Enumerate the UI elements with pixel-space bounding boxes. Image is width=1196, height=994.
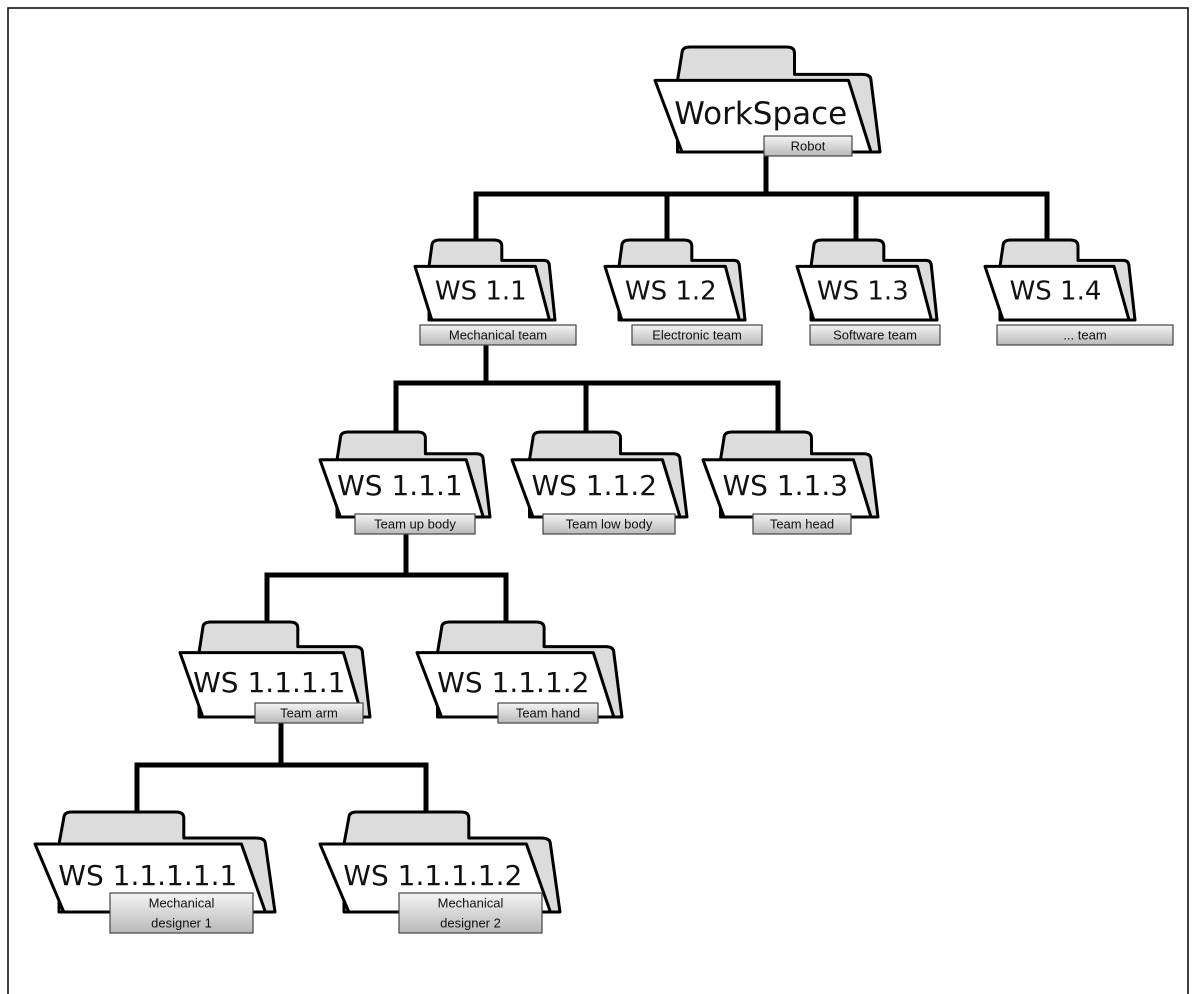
label-box — [631, 324, 763, 346]
label-text: Robot — [791, 139, 826, 154]
folder-label: Team up body — [354, 513, 476, 535]
folder-label: Mechanical team — [419, 324, 577, 346]
folder-label: Robot — [763, 135, 853, 157]
label-text: designer 1 — [151, 916, 212, 931]
folder-label: Team arm — [254, 702, 364, 724]
folder-title: WS 1.1.1.1.1 — [58, 859, 237, 892]
folder-title: WS 1.1.1 — [337, 469, 463, 502]
label-box — [996, 324, 1174, 346]
folder-label: Team head — [752, 513, 852, 535]
label-text: Team arm — [280, 706, 338, 721]
label-text: Team low body — [566, 517, 653, 532]
label-text: Team hand — [516, 706, 580, 721]
connectors — [134, 156, 1050, 847]
folder-title: WS 1.4 — [1010, 276, 1102, 306]
label-box — [763, 135, 853, 157]
label-text: Electronic team — [652, 328, 742, 343]
folder-title: WS 1.1.2 — [531, 469, 657, 502]
folder-title: WS 1.1.1.1 — [193, 666, 345, 699]
diagram-frame — [7, 7, 1189, 994]
folder-title: WS 1.1.3 — [722, 469, 848, 502]
folder-ws-1-4[interactable]: WS 1.4 ... team — [983, 238, 1174, 346]
folder-front-icon — [510, 458, 682, 519]
label-box — [809, 324, 941, 346]
folder-front-icon — [415, 651, 616, 719]
label-text: Mechanical team — [449, 328, 547, 343]
label-text: Mechanical — [149, 896, 215, 911]
label-text: Team up body — [374, 517, 456, 532]
folder-label: ... team — [996, 324, 1174, 346]
folder-label: Software team — [809, 324, 941, 346]
label-box — [752, 513, 852, 535]
folder-title: WorkSpace — [674, 96, 847, 132]
folder-title: WS 1.1 — [435, 276, 527, 306]
label-box — [354, 513, 476, 535]
folder-front-icon — [983, 264, 1131, 322]
folder-front-icon — [413, 264, 551, 322]
folder-label: Mechanical designer 1 — [109, 892, 254, 934]
label-text: Mechanical — [438, 896, 504, 911]
folder-front-icon — [653, 78, 873, 154]
folder-label: Team low body — [542, 513, 676, 535]
folder-front-icon — [701, 458, 873, 519]
label-box — [254, 702, 364, 724]
folder-front-icon — [318, 458, 485, 519]
folder-title: WS 1.2 — [625, 276, 717, 306]
label-text: Team head — [770, 517, 834, 532]
folder-label: Electronic team — [631, 324, 763, 346]
folder-front-icon — [795, 264, 933, 322]
label-box — [542, 513, 676, 535]
folder-label: Team hand — [497, 702, 599, 724]
folder-label: Mechanical designer 2 — [398, 892, 543, 934]
label-box — [109, 892, 254, 934]
label-text: designer 2 — [440, 916, 501, 931]
label-text: ... team — [1063, 328, 1106, 343]
folder-title: WS 1.1.1.1.2 — [343, 859, 522, 892]
folder-title: WS 1.3 — [817, 276, 909, 306]
label-text: Software team — [833, 328, 917, 343]
label-box — [419, 324, 577, 346]
folder-front-icon — [603, 264, 741, 322]
folder-title: WS 1.1.1.2 — [437, 666, 589, 699]
label-box — [497, 702, 599, 724]
label-box — [398, 892, 543, 934]
